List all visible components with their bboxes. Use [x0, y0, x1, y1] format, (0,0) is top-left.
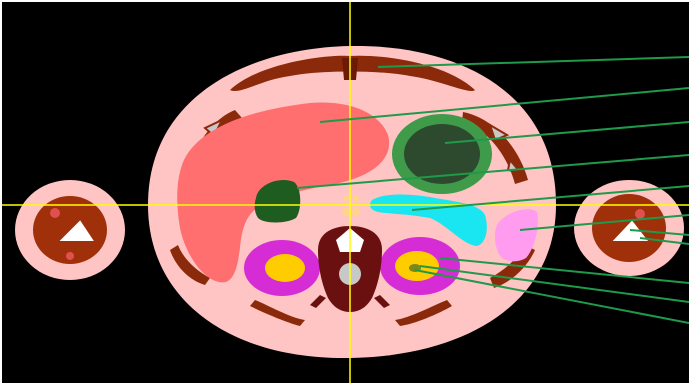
- ivc: [352, 208, 360, 216]
- left-kidney: [244, 240, 320, 296]
- aorta: [342, 208, 350, 216]
- left-arm: [15, 180, 125, 280]
- left-kidney-medulla: [265, 254, 305, 282]
